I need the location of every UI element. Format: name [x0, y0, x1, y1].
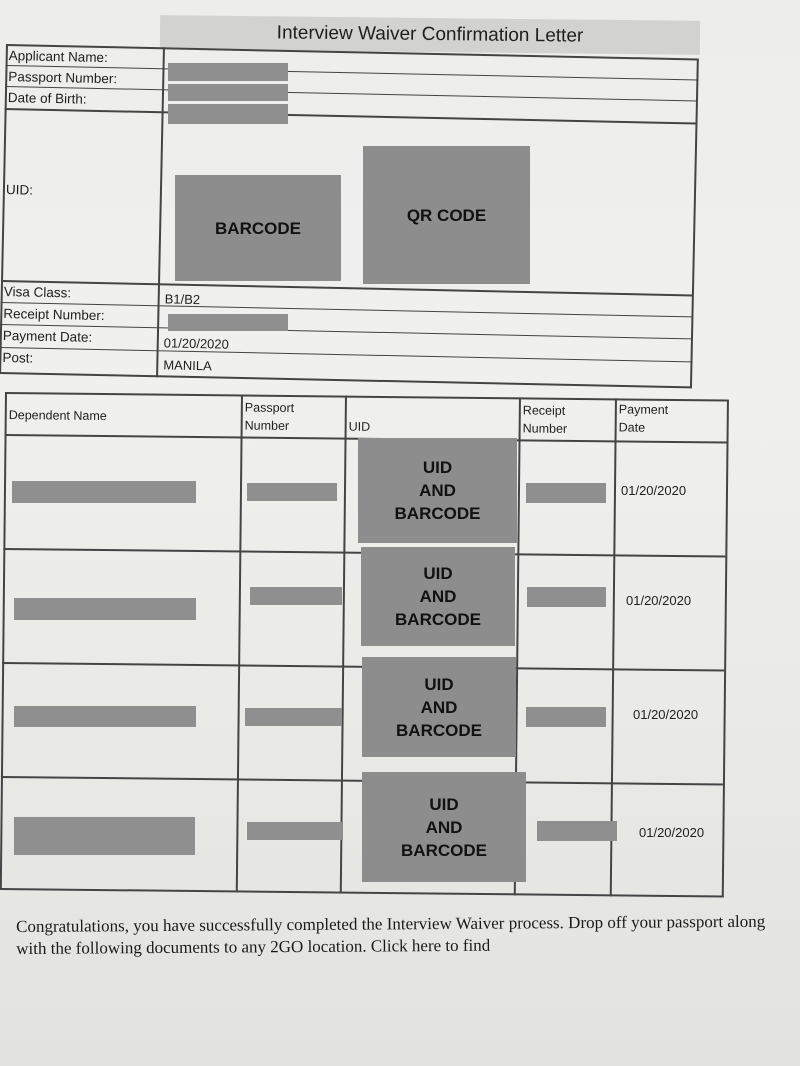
visa-class-label: Visa Class: — [3, 284, 72, 301]
qr-code-placeholder: QR CODE — [363, 146, 530, 284]
barcode-placeholder: BARCODE — [175, 175, 341, 281]
page-title: Interview Waiver Confirmation Letter — [276, 22, 584, 47]
redacted-dependent-passport — [247, 822, 343, 840]
redacted-receipt-number — [168, 314, 288, 331]
date-of-birth-label: Date of Birth: — [7, 90, 87, 107]
redacted-passport-number — [168, 84, 288, 101]
redacted-dependent-name — [12, 481, 196, 503]
header-payment-date: Payment Date — [618, 402, 669, 435]
dependent-payment-date: 01/20/2020 — [626, 593, 692, 608]
redacted-dependent-receipt — [526, 707, 606, 727]
redacted-dependent-passport — [245, 708, 342, 726]
applicant-name-label: Applicant Name: — [8, 48, 108, 66]
post-value: MANILA — [163, 357, 212, 374]
dependent-payment-date: 01/20/2020 — [621, 483, 687, 498]
redacted-dependent-receipt — [527, 587, 606, 607]
redacted-applicant-name — [168, 63, 288, 81]
redacted-dependent-name — [14, 598, 196, 620]
uid-label: UID: — [5, 182, 34, 198]
header-receipt-number: Receipt Number — [522, 403, 568, 436]
redacted-dependent-name — [14, 706, 196, 727]
header-dependent-name: Dependent Name — [8, 408, 107, 424]
receipt-number-label: Receipt Number: — [3, 306, 105, 324]
passport-number-label: Passport Number: — [8, 69, 118, 87]
redacted-date-of-birth — [168, 104, 288, 124]
payment-date-value: 01/20/2020 — [163, 335, 229, 352]
redacted-dependent-passport — [250, 587, 342, 605]
dependent-payment-date: 01/20/2020 — [639, 825, 705, 840]
redacted-dependent-receipt — [537, 821, 617, 841]
redacted-dependent-name — [14, 817, 195, 855]
visa-class-value: B1/B2 — [164, 291, 201, 308]
redacted-dependent-passport — [247, 483, 337, 501]
header-uid: UID — [348, 419, 371, 434]
header-passport-number: Passport Number — [244, 400, 295, 433]
post-label: Post: — [2, 349, 34, 366]
applicant-table: Applicant Name: Passport Number: Date of… — [0, 44, 700, 389]
redacted-dependent-receipt — [526, 483, 606, 503]
payment-date-label: Payment Date: — [2, 328, 93, 345]
dependent-payment-date: 01/20/2020 — [633, 707, 699, 722]
footer-instructions: Congratulations, you have successfully c… — [16, 911, 766, 958]
